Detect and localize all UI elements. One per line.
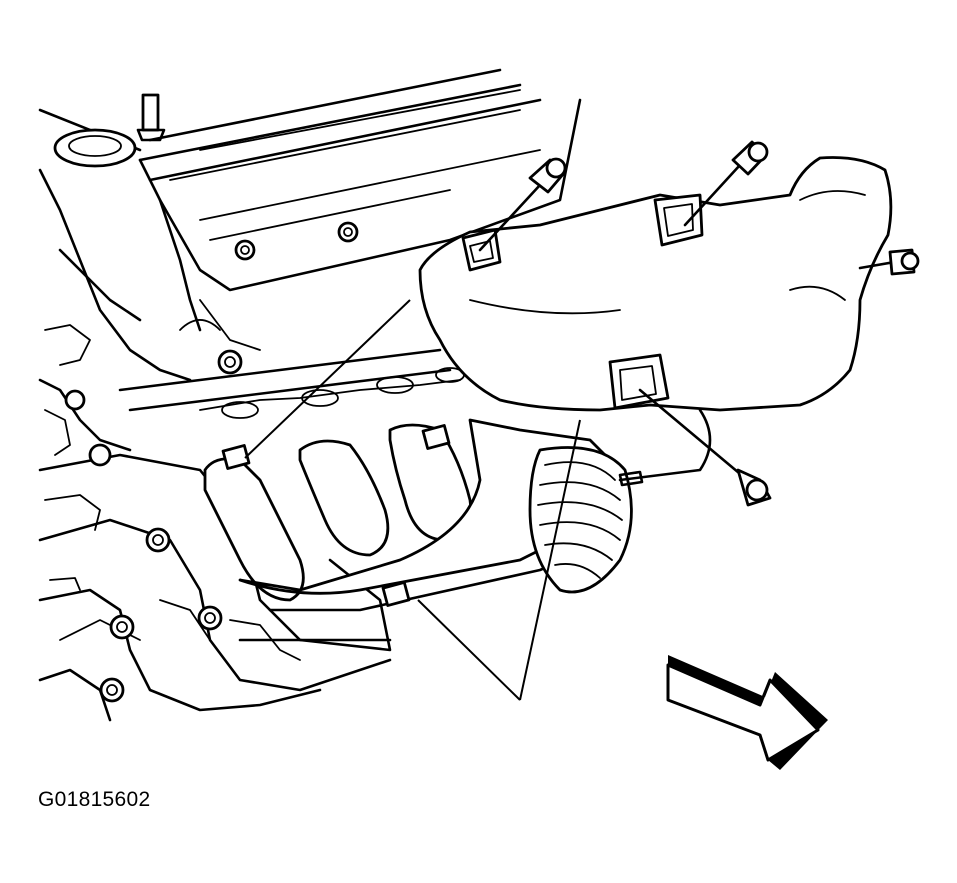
bolt-icon (858, 248, 920, 276)
direction-arrow-icon (666, 655, 828, 770)
exhaust-manifold-icon (199, 367, 644, 642)
valve-cover-icon (38, 68, 582, 412)
engine-block-icon (38, 324, 392, 722)
figure-code: G01815602 (38, 788, 151, 811)
bolt-icon (683, 140, 769, 227)
bolt-icon (638, 388, 772, 507)
callout-lines (244, 299, 581, 701)
heat-shield-icon (418, 156, 893, 482)
bolt-icon (478, 157, 567, 252)
